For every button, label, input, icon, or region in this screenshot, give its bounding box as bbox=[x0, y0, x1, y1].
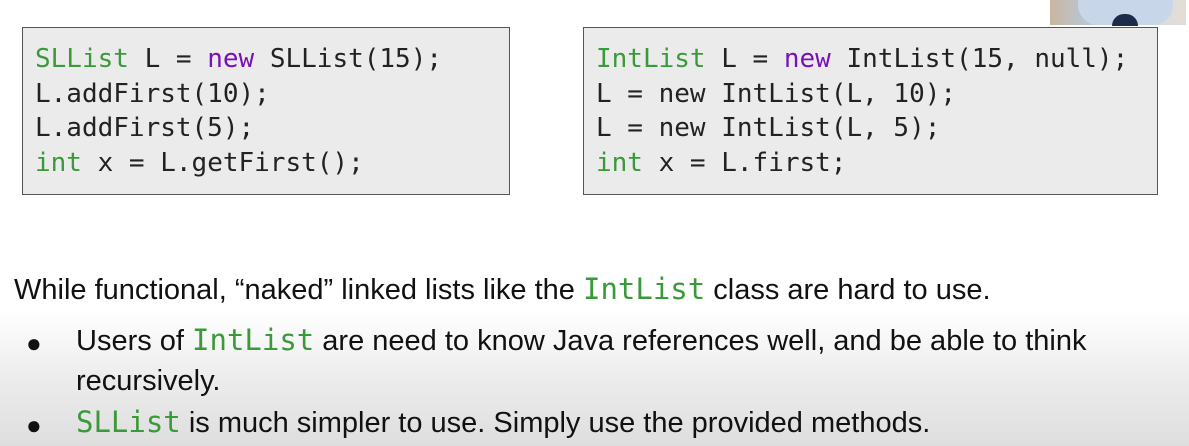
bullet-icon: ● bbox=[26, 328, 42, 358]
inline-code: SLList bbox=[76, 405, 181, 439]
code-keyword: new bbox=[783, 44, 831, 74]
text: class are hard to use. bbox=[705, 274, 991, 306]
code-type: int bbox=[596, 147, 643, 178]
text: is much simpler to use. Simply use the p… bbox=[180, 407, 931, 439]
bullet-2: SLList is much simpler to use. Simply us… bbox=[76, 405, 930, 440]
code-type: int bbox=[35, 147, 82, 178]
bullet-1-continuation: recursively. bbox=[76, 365, 221, 397]
bullet-1: Users of IntList are need to know Java r… bbox=[76, 323, 1086, 358]
bullet-icon: ● bbox=[26, 410, 42, 440]
code-type: SLList bbox=[35, 44, 129, 74]
code-text: SLList(15); bbox=[254, 44, 443, 74]
intro-sentence: While functional, “naked” linked lists l… bbox=[14, 272, 991, 307]
text: Users of bbox=[76, 325, 193, 357]
code-line: L = new IntList(L, 5); bbox=[596, 113, 941, 143]
code-text: x = L.first; bbox=[642, 147, 847, 178]
sllist-code-box: SLList L = new SLList(15); L.addFirst(10… bbox=[22, 27, 510, 195]
webcam-overlay bbox=[1050, 0, 1186, 26]
inline-code: IntList bbox=[192, 323, 315, 357]
text: are need to know Java references well, a… bbox=[314, 325, 1087, 357]
code-line: L.addFirst(10); bbox=[35, 78, 270, 109]
code-text: IntList(15, null); bbox=[830, 44, 1129, 74]
code-text: x = L.getFirst(); bbox=[81, 147, 364, 178]
intlist-code-box: IntList L = new IntList(15, null); L = n… bbox=[583, 27, 1158, 195]
text: While functional, “naked” linked lists l… bbox=[14, 274, 583, 306]
code-type: IntList bbox=[596, 44, 706, 74]
inline-code: IntList bbox=[582, 272, 706, 306]
code-text: L = bbox=[705, 44, 784, 74]
code-text: L = bbox=[128, 44, 208, 74]
code-line: L = new IntList(L, 10); bbox=[596, 78, 957, 109]
code-line: L.addFirst(5); bbox=[35, 113, 255, 143]
code-keyword: new bbox=[207, 44, 255, 74]
